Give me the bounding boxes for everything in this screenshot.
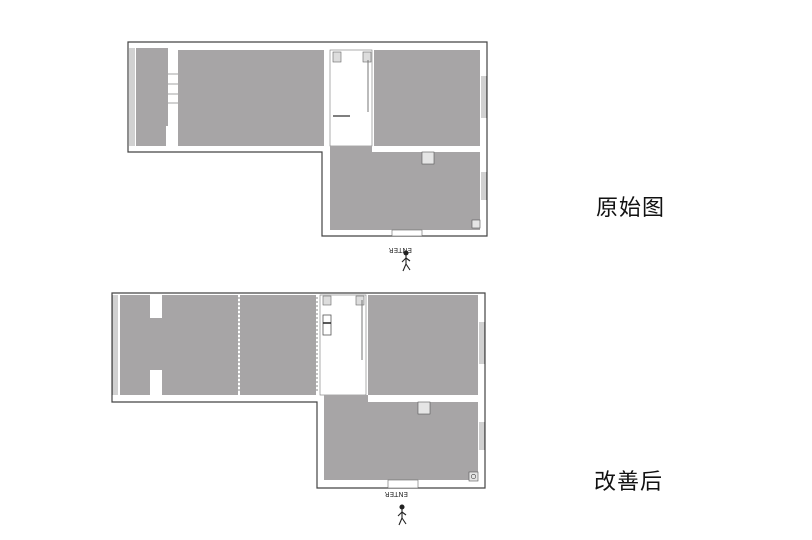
improved-entrance-door (387, 479, 419, 489)
improved-room-two (240, 295, 316, 395)
improved-corridor-fixture-2 (355, 295, 365, 306)
improved-window-right-top (479, 322, 485, 364)
walking-person-icon (397, 504, 407, 526)
improved-closet (417, 401, 431, 415)
original-bedroom-top (374, 50, 480, 146)
improved-bottom-room-corner (324, 395, 368, 403)
improved-balcony (120, 295, 150, 395)
original-balcony-window (129, 48, 135, 146)
original-balcony-door (168, 73, 178, 104)
original-window-right-bottom (481, 172, 487, 200)
improved-corridor (319, 294, 367, 396)
improved-bedroom-top (368, 295, 478, 395)
original-living-room (178, 50, 324, 146)
improved-balcony-pillar-top (150, 318, 162, 370)
original-plan-label: 原始图 (596, 196, 666, 221)
original-closet (421, 151, 435, 165)
original-floor-plan: ENTER (127, 41, 488, 272)
improved-drain-icon (470, 473, 476, 479)
original-balcony (136, 48, 168, 146)
original-wall-notch (166, 126, 178, 146)
improved-plan-label: 改善后 (594, 470, 664, 495)
improved-floor-plan: ENTER (111, 292, 486, 526)
improved-room-one (162, 295, 238, 395)
original-bottom-room (330, 152, 480, 230)
original-enter-label: ENTER (389, 246, 412, 254)
original-kitchen-fixture (332, 51, 342, 63)
walking-person-icon (401, 250, 411, 272)
improved-cabinet (322, 314, 332, 336)
original-window-right-top (481, 76, 487, 118)
improved-corner-fixture (468, 471, 479, 482)
improved-balcony-window (112, 295, 118, 395)
original-bottom-room-corner (330, 146, 372, 152)
improved-corridor-fixture (322, 295, 332, 306)
original-kitchen-fixture-2 (362, 51, 372, 63)
original-entrance-door (391, 229, 423, 237)
improved-bottom-room (324, 402, 478, 480)
improved-window-right-bottom (479, 422, 485, 450)
improved-enter-label: ENTER (385, 490, 408, 498)
original-corner-fixture (471, 219, 481, 229)
original-kitchen (329, 49, 373, 147)
